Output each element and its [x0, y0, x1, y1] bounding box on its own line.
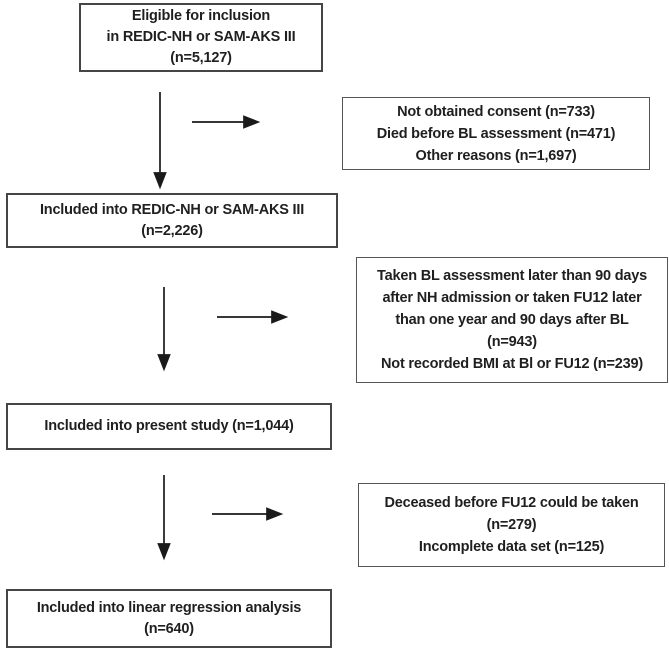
flow-box-text: than one year and 90 days after BL	[395, 312, 629, 328]
flow-box-text: Incomplete data set (n=125)	[418, 539, 605, 555]
flow-box-text: Other reasons (n=1,697)	[415, 147, 577, 164]
arrowhead-right-2	[271, 310, 289, 324]
arrowhead-right-1	[243, 115, 261, 129]
flow-box-eligible: Eligible for inclusion in REDIC-NH or SA…	[79, 3, 323, 72]
flow-box-text: Eligible for inclusion	[131, 8, 271, 24]
flow-box-included-present-study: Included into present study (n=1,044)	[6, 403, 332, 450]
flow-box-included-redic-samaks: Included into REDIC-NH or SAM-AKS III (n…	[6, 193, 338, 248]
arrowhead-down-2	[157, 354, 171, 372]
flow-box-text: (n=640)	[144, 620, 194, 637]
flow-box-excluded-followup: Deceased before FU12 could be taken (n=2…	[358, 483, 665, 567]
flow-box-text: (n=5,127)	[170, 50, 232, 66]
flow-box-text: Taken BL assessment later than 90 days	[377, 268, 647, 284]
flow-box-text: in REDIC-NH or SAM-AKS III	[106, 29, 296, 45]
flow-box-text: Deceased before FU12 could be taken	[384, 495, 639, 511]
flow-box-text: (n=279)	[486, 517, 537, 533]
flow-box-text: Not obtained consent (n=733)	[397, 103, 595, 120]
flow-box-text: Died before BL assessment (n=471)	[376, 125, 616, 142]
arrowhead-down-1	[153, 172, 167, 190]
flow-box-excluded-assessment-timing: Taken BL assessment later than 90 days a…	[356, 257, 668, 383]
flow-box-text: Included into linear regression analysis	[36, 599, 302, 616]
flow-box-linear-regression: Included into linear regression analysis…	[6, 589, 332, 648]
flow-box-text: Included into REDIC-NH or SAM-AKS III	[39, 201, 305, 218]
flow-box-excluded-baseline: Not obtained consent (n=733) Died before…	[342, 97, 650, 170]
flow-box-text: Included into present study (n=1,044)	[44, 418, 294, 434]
flow-box-text: (n=2,226)	[141, 222, 203, 239]
flow-box-text: (n=943)	[487, 334, 537, 350]
arrowhead-down-3	[157, 543, 171, 561]
flow-box-text: after NH admission or taken FU12 later	[382, 290, 642, 306]
flow-box-text: Not recorded BMI at Bl or FU12 (n=239)	[381, 356, 643, 372]
arrowhead-right-3	[266, 507, 284, 521]
